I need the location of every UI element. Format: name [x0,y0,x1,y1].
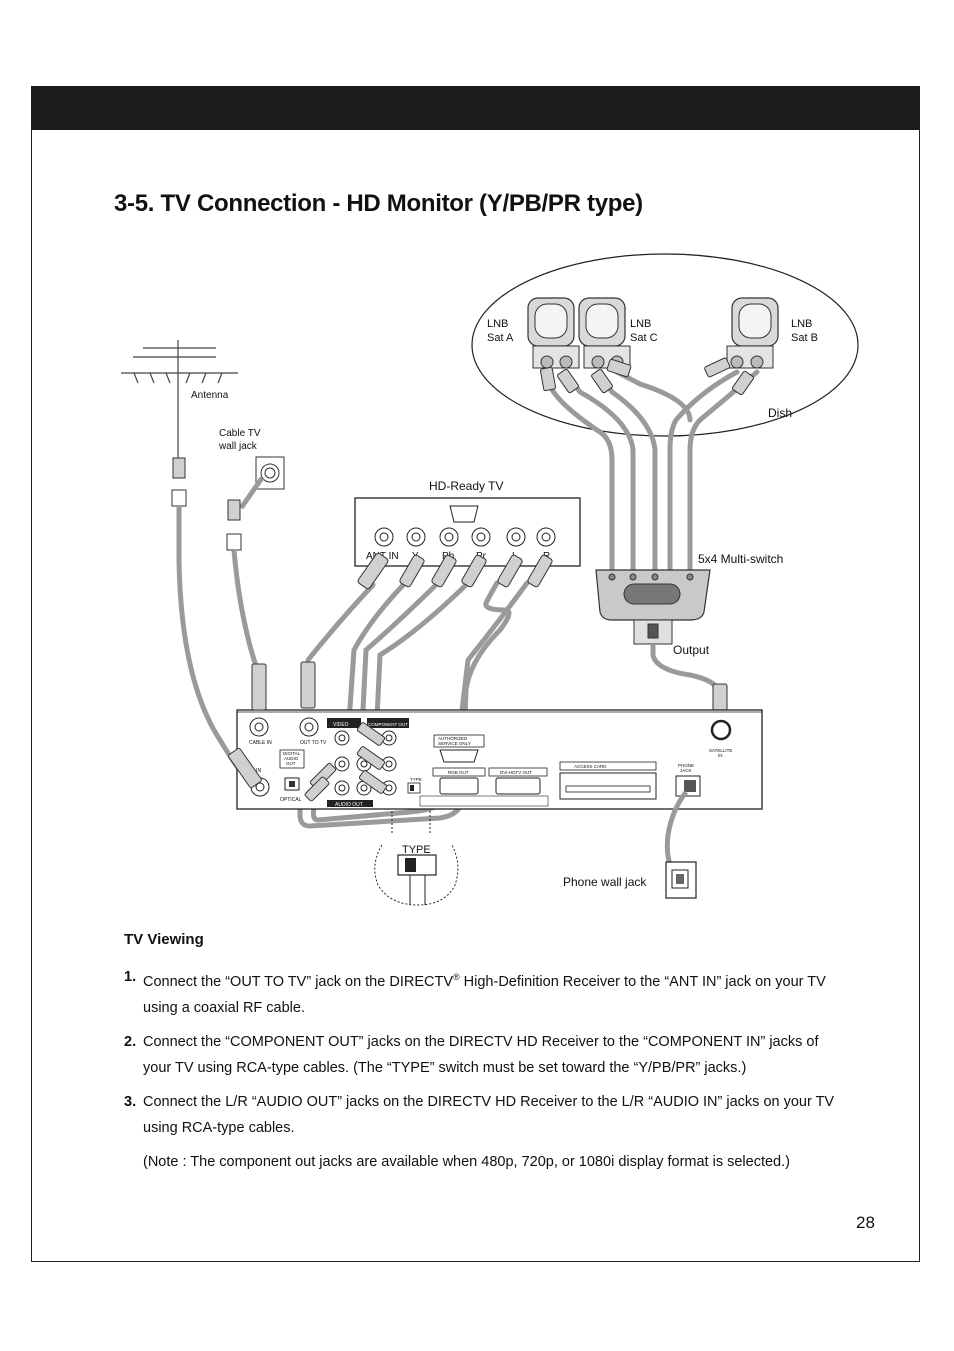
label-video: VIDEO [333,722,349,728]
dvi-out-header [488,767,548,777]
label-component-out: COMPONENT OUT [368,722,408,727]
lnb-sat-b [726,297,779,369]
audio-header [327,800,373,807]
label-rgb-out: RGB OUT [448,770,469,775]
tv-viewing-heading: TV Viewing [124,931,204,948]
phone-wall-jack [665,861,697,899]
step-text-continued: High-Definition Receiver to the “ANT IN”… [143,973,826,1016]
label-sat-in: IN [718,753,723,758]
note-text: (Note : The component out jacks are avai… [143,1153,790,1170]
step-3: 3. Connect the L/R “AUDIO OUT” jacks on … [124,1089,836,1141]
dish-label: Dish [768,406,792,420]
page-number: 28 [856,1213,875,1232]
cable-tv-cable [231,549,261,673]
registered-mark: ® [453,972,460,982]
label-authorized: AUTHORIZED [438,736,468,741]
cable-connector [226,499,242,551]
receiver-rca-plugs [304,722,388,802]
lnb-sat-c-label-1: LNB [630,318,651,330]
service-port [439,749,479,763]
step-text: Connect the “OUT TO TV” jack on the DIRE… [143,973,453,990]
lnb-sat-a [527,297,580,369]
digital-audio-box [279,749,305,769]
lnb-connectors [539,357,754,396]
step-2: 2. Connect the “COMPONENT OUT” jacks on … [124,1029,836,1081]
label-audio-out: AUDIO OUT [335,802,363,808]
label-optical: OPTICAL [280,797,302,803]
rgb-port [439,777,479,795]
step-1: 1. Connect the “OUT TO TV” jack on the D… [124,964,836,1021]
multiswitch [595,569,711,645]
label-digital: DIGITAL [283,751,301,756]
video-header [327,718,361,728]
dvi-port [495,777,541,795]
instruction-steps: 1. Connect the “OUT TO TV” jack on the D… [124,964,836,1175]
dish-outline [471,253,859,437]
cable-wall-jack [255,456,285,490]
lnb-sat-a-label-1: LNB [487,318,508,330]
label-dvi-out: DVI-HDTV OUT [500,770,532,775]
label-type-small: TYPE [410,777,422,782]
type-callout [374,811,459,906]
type-callout-label: TYPE [402,844,431,856]
receiver-rf-jacks [249,717,319,797]
lnb-sat-b-label-2: Sat B [791,332,818,344]
component-header [367,718,409,728]
header-bar [31,86,920,130]
auth-service-header [433,734,485,748]
label-out-to-tv: OUT TO TV [300,740,327,746]
lnb-sat-c [578,297,631,369]
cable-jack-label-1: Cable TV [219,428,261,439]
tv-rca-plugs [357,552,553,590]
output-label: Output [673,643,710,657]
step-number: 3. [124,1093,137,1110]
hd-tv-label: HD-Ready TV [429,479,503,493]
lnb-sat-a-label-2: Sat A [487,332,514,344]
page-title: 3-5. TV Connection - HD Monitor (Y/PB/PR… [114,190,643,217]
hd-ready-tv [354,497,581,567]
label-satellite: SATELLITE [709,748,732,753]
label-cable-in: CABLE IN [249,740,272,746]
label-audio: AUDIO [284,756,299,761]
label-access-card: ACCESS CARD [574,764,607,769]
label-service-only: SERVICE ONLY [438,741,471,746]
phone-wall-jack-label: Phone wall jack [563,875,647,889]
satellite-in-port [710,719,732,741]
lnb-sat-b-label-1: LNB [791,318,812,330]
antenna-connector [171,457,187,507]
antenna-label: Antenna [191,390,229,401]
label-jack: JACK [680,768,692,773]
step-number: 1. [124,969,137,985]
lnb-sat-c-label-2: Sat C [630,332,658,344]
label-out: OUT [286,761,296,766]
step-number: 2. [124,1033,137,1050]
multiswitch-label: 5x4 Multi-switch [698,552,783,566]
antenna [121,340,238,460]
wall-jack-cable-link [238,476,265,510]
step-text: Connect the L/R “AUDIO OUT” jacks on the… [143,1093,835,1136]
cable-jack-label-2: wall jack [218,441,258,452]
access-card-header [559,761,657,771]
page-frame [31,86,920,1262]
receiver-rf-plugs [228,661,316,789]
rgb-out-header [432,767,486,777]
step-text: Connect the “COMPONENT OUT” jacks on the… [143,1033,819,1076]
label-phone: PHONE [678,763,694,768]
